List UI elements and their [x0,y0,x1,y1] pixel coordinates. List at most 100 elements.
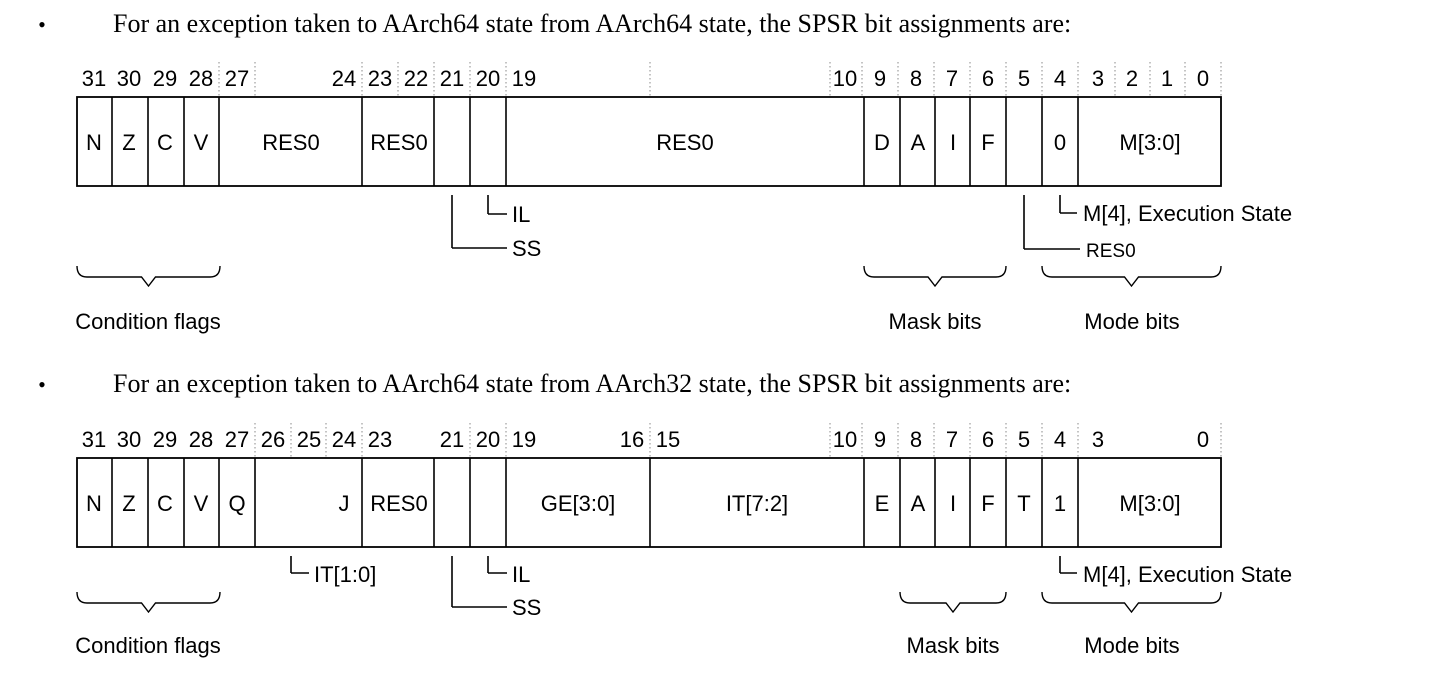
field-label: T [1017,491,1030,516]
bit-number: 1 [1161,66,1173,91]
field-label: M[3:0] [1119,491,1180,516]
bit-number: 24 [332,66,356,91]
bit-number: 4 [1054,66,1066,91]
field-label: RES0 [370,491,427,516]
field-label: M[3:0] [1119,130,1180,155]
field-label: IT[7:2] [726,491,788,516]
bit-number: 0 [1197,66,1209,91]
field-label: GE[3:0] [541,491,616,516]
bit-number: 7 [946,66,958,91]
field-label: A [911,130,926,155]
field-label: Z [122,491,135,516]
bit-number: 19 [512,66,536,91]
group-label: Condition flags [75,633,221,658]
field-label: 1 [1054,491,1066,516]
callout-ss: SS [512,236,541,261]
bit-number: 23 [368,66,392,91]
field-label: 0 [1054,130,1066,155]
bit-number: 28 [189,427,213,452]
mode-bits-brace [1041,591,1222,614]
callout-m4: M[4], Execution State [1083,201,1292,226]
bit-number: 15 [656,427,680,452]
bit-number: 6 [982,427,994,452]
bit-number: 31 [82,427,106,452]
bit-number: 0 [1197,427,1209,452]
bit-number: 24 [332,427,356,452]
field-label: N [86,130,102,155]
bit-number: 25 [297,427,321,452]
bit-number: 27 [225,427,249,452]
field-label: F [981,130,994,155]
field-label: RES0 [262,130,319,155]
field-label: Z [122,130,135,155]
field-label: V [194,130,209,155]
register-box [76,457,1222,548]
bit-number: 28 [189,66,213,91]
bit-number: 16 [620,427,644,452]
bit-number: 3 [1092,66,1104,91]
bit-number: 9 [874,66,886,91]
bit-number: 8 [910,427,922,452]
bit-number: 29 [153,66,177,91]
bit-number: 26 [261,427,285,452]
group-label: Mode bits [1084,309,1179,334]
bit-number: 9 [874,427,886,452]
bit-number: 23 [368,427,392,452]
callout-ss: SS [512,595,541,620]
field-label: I [950,491,956,516]
bullet: • [38,372,46,397]
field-label: N [86,491,102,516]
field-label: A [911,491,926,516]
bit-number: 21 [440,66,464,91]
bit-number: 5 [1018,66,1030,91]
bit-number: 30 [117,66,141,91]
intro-text: For an exception taken to AArch64 state … [113,9,1071,38]
callout-it10: IT[1:0] [314,562,376,587]
bit-number: 10 [833,66,857,91]
condition-flags-brace [76,591,221,614]
bit-number: 21 [440,427,464,452]
bit-number: 20 [476,66,500,91]
bit-number: 29 [153,427,177,452]
field-label: J [339,491,350,516]
condition-flags-brace [76,265,221,288]
field-label: E [875,491,890,516]
bit-number: 5 [1018,427,1030,452]
field-label: Q [228,491,245,516]
bit-number: 31 [82,66,106,91]
bit-number: 10 [833,427,857,452]
group-label: Mode bits [1084,633,1179,658]
bit-number: 4 [1054,427,1066,452]
bit-number: 20 [476,427,500,452]
bit-number: 30 [117,427,141,452]
field-label: C [157,130,173,155]
bit-number: 27 [225,66,249,91]
field-label: D [874,130,890,155]
bit-number: 8 [910,66,922,91]
field-label: C [157,491,173,516]
intro-text: For an exception taken to AArch64 state … [113,369,1071,398]
bit-number: 22 [404,66,428,91]
field-label: I [950,130,956,155]
register-box [76,96,1222,187]
mask-bits-brace [899,591,1007,614]
bit-number: 2 [1126,66,1138,91]
callout-il: IL [512,562,530,587]
callout-m4: M[4], Execution State [1083,562,1292,587]
bit-number: 3 [1092,427,1104,452]
bit-number: 7 [946,427,958,452]
mode-bits-brace [1041,265,1222,288]
field-label: F [981,491,994,516]
mask-bits-brace [863,265,1007,288]
bullet: • [38,12,46,37]
group-label: Mask bits [889,309,982,334]
group-label: Condition flags [75,309,221,334]
field-label: RES0 [656,130,713,155]
bit-number: 6 [982,66,994,91]
callout-il: IL [512,202,530,227]
field-label: V [194,491,209,516]
group-label: Mask bits [907,633,1000,658]
callout-res0: RES0 [1086,241,1136,262]
field-label: RES0 [370,130,427,155]
